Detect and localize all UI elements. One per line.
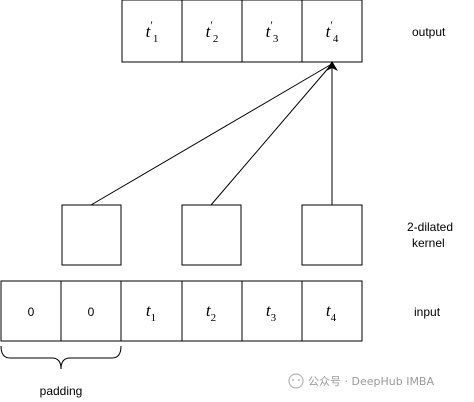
output-label: output [412,25,446,39]
watermark-text: 公众号 · DeepHub IMBA [308,375,434,388]
input-cell-zero-2: 0 [88,305,95,319]
input-cell-t1: t1 [146,301,156,324]
kernel-cell [181,204,242,266]
input-cell-zero-1: 0 [28,305,35,319]
input-cell-t3: t3 [266,301,277,324]
kernel-connections [90,61,338,206]
dilated-kernel [61,204,363,266]
kernel-label-line1: 2-dilated [407,220,453,234]
wechat-icon-eye [298,379,300,381]
padding-label: padding [40,384,83,398]
kernel-cell [61,204,122,266]
wechat-icon-eye [292,379,294,381]
input-label: input [414,305,441,319]
output-cell-t2: t′2 [206,18,219,45]
padding-brace-icon [0,345,122,370]
wechat-icon [288,373,304,389]
input-cell-t2: t2 [206,301,216,324]
input-row: 0 0 t1 t2 t3 t4 [0,280,363,342]
output-cell-t3: t′3 [266,18,279,45]
output-cell-t1: t′1 [146,18,159,45]
connection-line [210,64,332,206]
output-cell-t4: t′4 [326,18,339,45]
arrowhead-icon [326,61,338,71]
watermark: 公众号 · DeepHub IMBA [288,373,434,389]
input-cell-t4: t4 [326,301,337,324]
kernel-cell [301,204,363,266]
output-row: t′1 t′2 t′3 t′4 [121,0,363,63]
kernel-label-line2: kernel [412,236,445,250]
connection-line [90,64,331,206]
